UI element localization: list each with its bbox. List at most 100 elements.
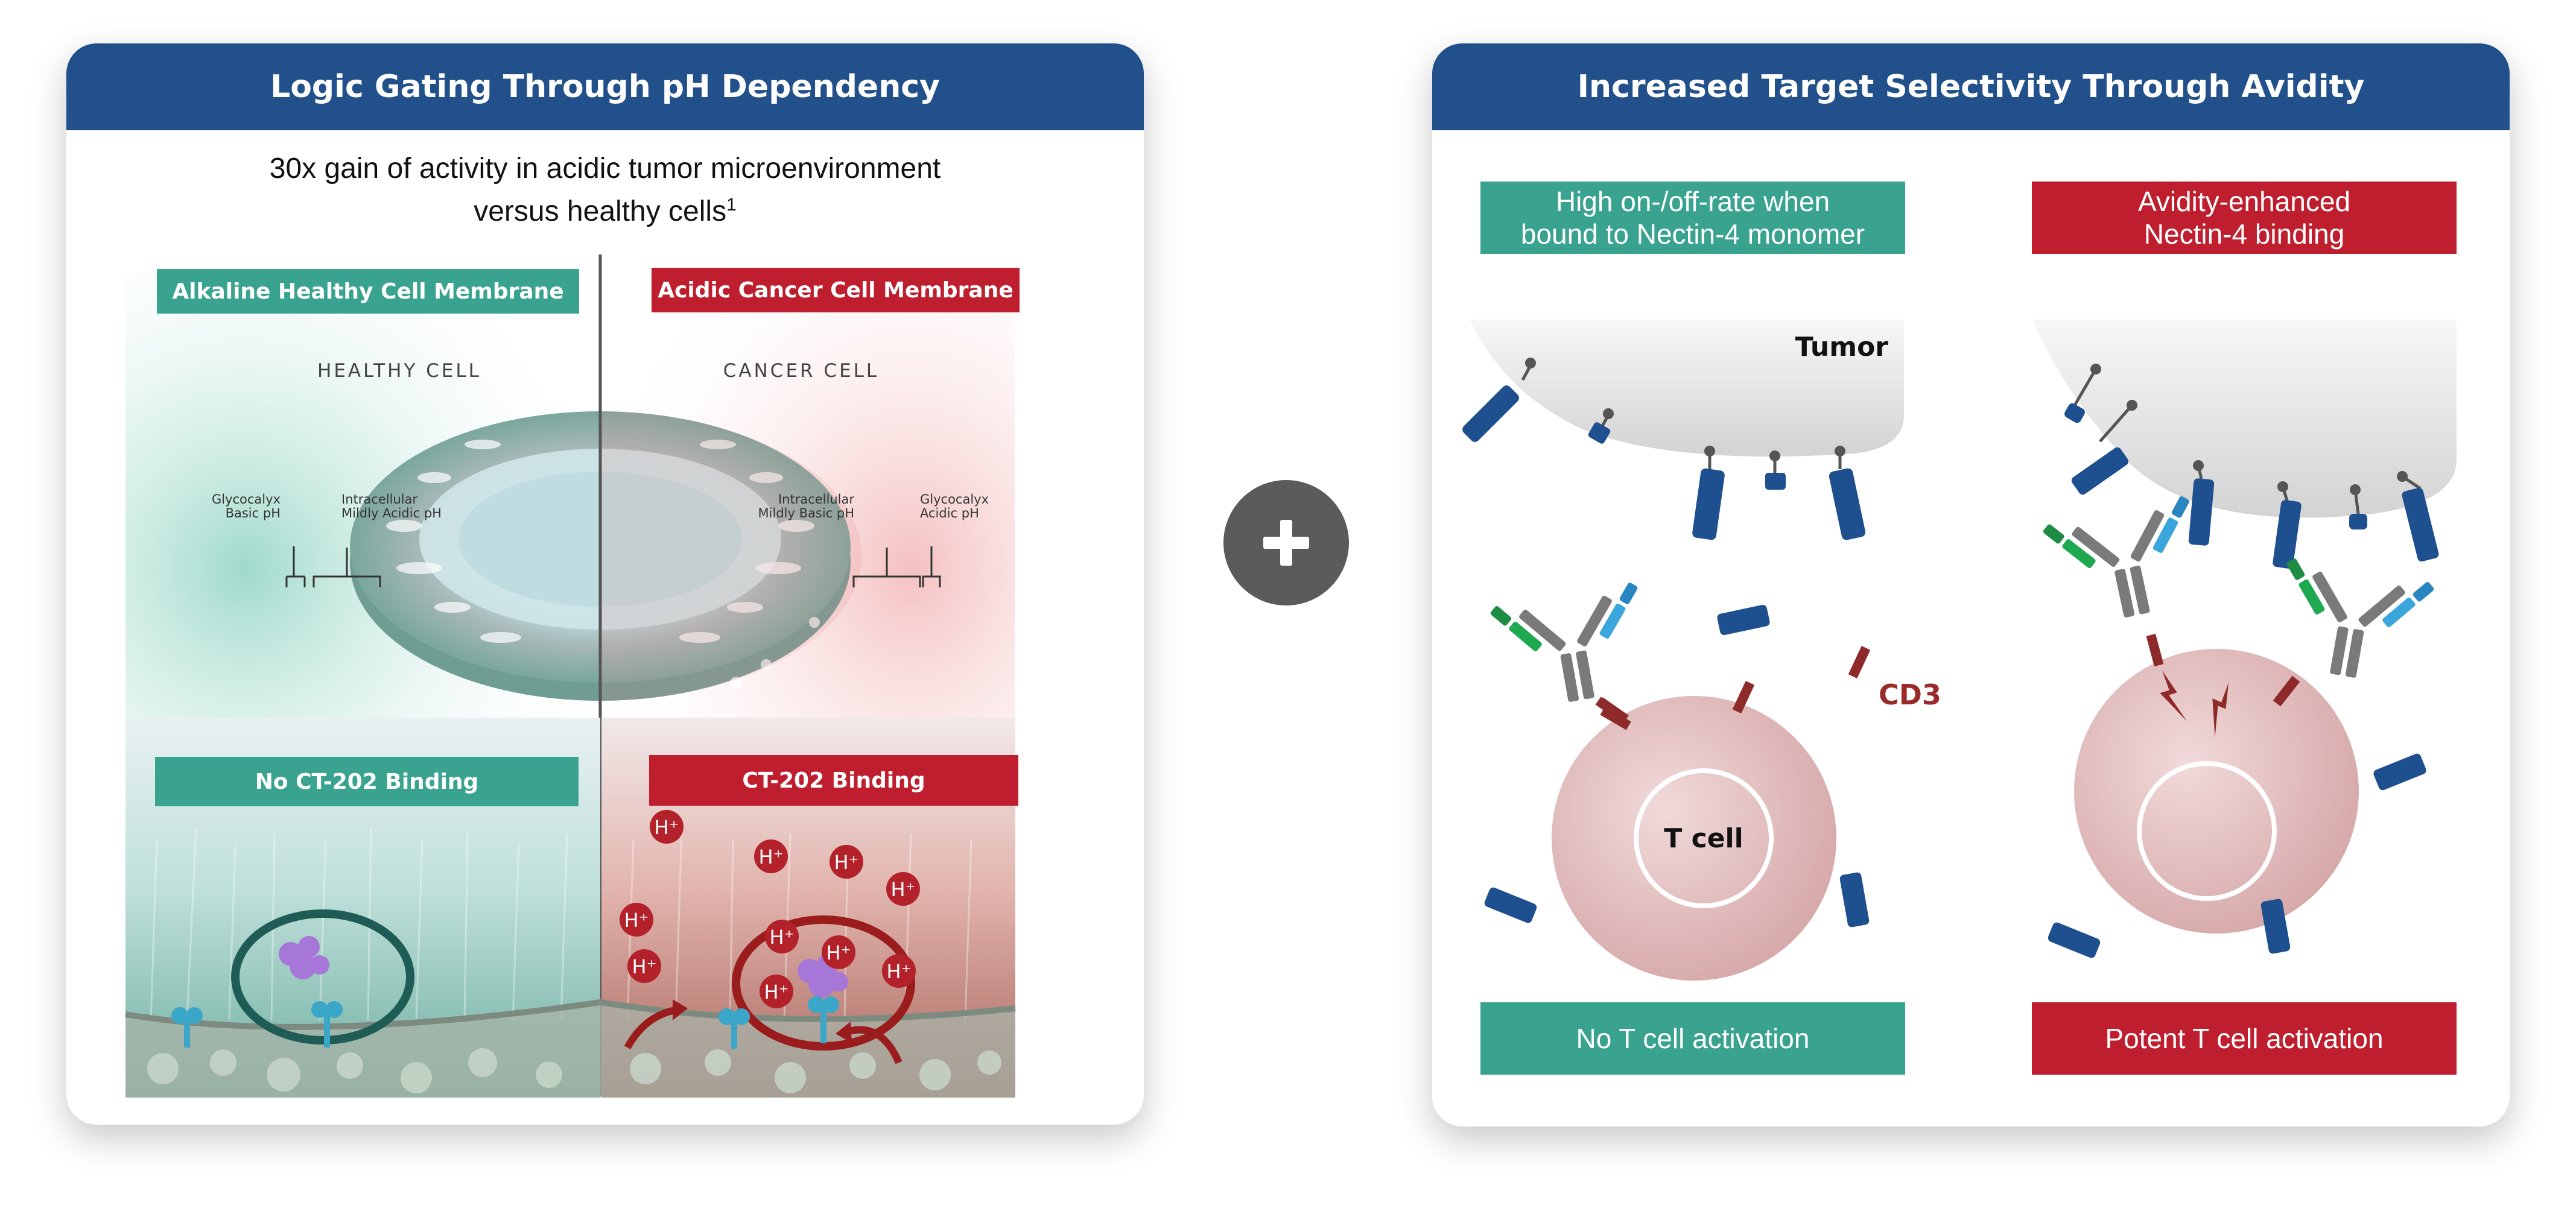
nectin4-receptor-icon [1484,887,1537,923]
nectin4-receptor-icon [1829,446,1866,540]
healthy-cell-heading: HEALTHY CELL [317,360,481,382]
avidity-card-title: Increased Target Selectivity Through Avi… [1432,43,2510,130]
monomer-binding-scene: Tumor [1462,320,1904,981]
cell-illustration: Glycocalyx Basic pH Intracellular Mildly… [125,254,1016,1098]
nectin4-receptor-icon [2071,447,2129,495]
plus-icon [1223,480,1349,605]
nectin4-receptor-icon [2273,500,2302,569]
cancer-intracellular-label-1: Intracellular [778,492,854,507]
receptor-node [2397,471,2408,482]
nectin4-receptor-icon [2402,487,2439,562]
healthy-glycocalyx-label-1: Glycocalyx [212,492,281,507]
ct202-molecule-icon [279,936,329,979]
footnote-marker: 1 [726,195,737,215]
tumor-label: Tumor [1795,332,1889,362]
healthy-intracellular-label-1: Intracellular [341,492,417,507]
nectin4-receptor-icon [1462,358,1536,442]
t-cell [1552,696,1836,981]
receptor-stalk [2099,404,2133,443]
cd3-receptor [2273,675,2300,707]
nectin4-receptor-icon [2260,899,2291,954]
healthy-brackets [285,546,381,587]
t-cell-right [2074,649,2359,934]
proton-label: H⁺ [632,955,657,978]
proton-icon: H⁺ [760,975,793,1008]
alkaline-membrane-label: Alkaline Healthy Cell Membrane [157,269,579,314]
proton-label: H⁺ [887,960,912,983]
no-binding-label: No CT-202 Binding [155,757,579,806]
nectin4-receptor-icon [2048,922,2101,958]
proton-icons: H⁺ H⁺ H⁺ H⁺ H⁺ H⁺ H⁺ H⁺ H⁺ H⁺ [620,810,920,1008]
t-cell-right-nucleus [2137,761,2277,901]
binding-label: CT-202 Binding [649,755,1018,806]
cd3-receptor [2146,633,2164,667]
ph-card-title: Logic Gating Through pH Dependency [66,43,1144,130]
proton-icon: H⁺ [650,810,684,844]
healthy-intracellular-label-2: Mildly Acidic pH [341,506,442,520]
bispecific-antibody-icon [2043,496,2189,618]
nectin4-receptor-icon [1692,446,1725,540]
receptor-stalk [2073,368,2098,406]
ph-card-subtitle: 30x gain of activity in acidic tumor mic… [66,151,1144,230]
cd3-receptor [1848,646,1871,678]
proton-label: H⁺ [624,909,649,932]
proton-icon: H⁺ [754,839,788,873]
tumor-cell-right [2032,320,2457,518]
cd3-receptor [1597,697,1629,724]
cancer-glycocalyx-label-1: Glycocalyx [920,492,989,507]
receptor-node [2277,481,2288,492]
nectin4-receptor-icon [1765,450,1786,490]
receptor-node [2193,460,2204,471]
proton-icon: H⁺ [765,920,799,953]
proton-label: H⁺ [655,816,679,839]
receptor-node [2127,400,2137,411]
acidic-membrane-label: Acidic Cancer Cell Membrane [652,268,1020,312]
proton-icon: H⁺ [886,872,920,906]
cancer-intracellular-label-2: Mildly Basic pH [758,506,854,520]
subtitle-line-1: 30x gain of activity in acidic tumor mic… [269,153,941,185]
proton-label: H⁺ [764,981,789,1003]
nectin4-receptor-icon [1717,604,1770,636]
cd3-label: CD3 [1879,678,1941,711]
receptor-node [2350,484,2361,495]
bispecific-antibody-icon [1490,583,1638,702]
subtitle-line-2-text: versus healthy cells [474,195,727,227]
proton-label: H⁺ [826,941,851,964]
receptor-node [2090,364,2101,375]
proton-icon: H⁺ [620,903,653,937]
nectin4-receptor-icon [2188,478,2215,546]
cancer-brackets [852,546,941,587]
cancer-cell-heading: CANCER CELL [723,360,879,382]
nectin4-receptor-icon [2064,403,2085,423]
monomer-binding-box: High on-/off-rate when bound to Nectin-4… [1480,182,1905,254]
cancer-glycocalyx-label-2: Acidic pH [920,506,979,520]
tcell-label: T cell [1664,823,1743,854]
avidity-card: Increased Target Selectivity Through Avi… [1432,43,2510,1127]
proton-icon: H⁺ [882,954,916,988]
healthy-glycocalyx-label-2: Basic pH [226,506,281,520]
nectin4-receptor-icon [2373,753,2426,791]
proton-label: H⁺ [834,851,859,874]
proton-label: H⁺ [891,878,916,901]
proton-label: H⁺ [770,926,795,949]
subtitle-line-2: versus healthy cells1 [66,187,1144,230]
healthy-binding-scene [171,909,414,1048]
nectin4-receptor-icon [2349,514,2367,529]
proton-icon: H⁺ [822,935,855,969]
potent-activation-box: Potent T cell activation [2032,1002,2457,1075]
proton-icon: H⁺ [627,949,661,983]
lightning-bolt-icon [2160,671,2187,722]
ph-dependency-card: Logic Gating Through pH Dependency 30x g… [66,43,1144,1125]
lightning-bolt-icon [2212,683,2229,738]
cancer-annotations: Intracellular Mildly Basic pH Glycocalyx… [758,492,989,520]
nectin4-receptor-icon [1839,872,1870,928]
proton-icon: H⁺ [830,845,863,879]
healthy-annotations: Glycocalyx Basic pH Intracellular Mildly… [212,492,442,520]
proton-label: H⁺ [759,845,784,868]
bispecific-antibody-icon [2286,558,2434,678]
no-activation-box: No T cell activation [1480,1002,1905,1075]
cancer-binding-scene [624,915,915,1064]
nectin4-receptor-icon [1588,408,1614,444]
avidity-illustration: Tumor [1462,320,2457,981]
avidity-binding-box: Avidity-enhanced Nectin-4 binding [2032,182,2457,254]
